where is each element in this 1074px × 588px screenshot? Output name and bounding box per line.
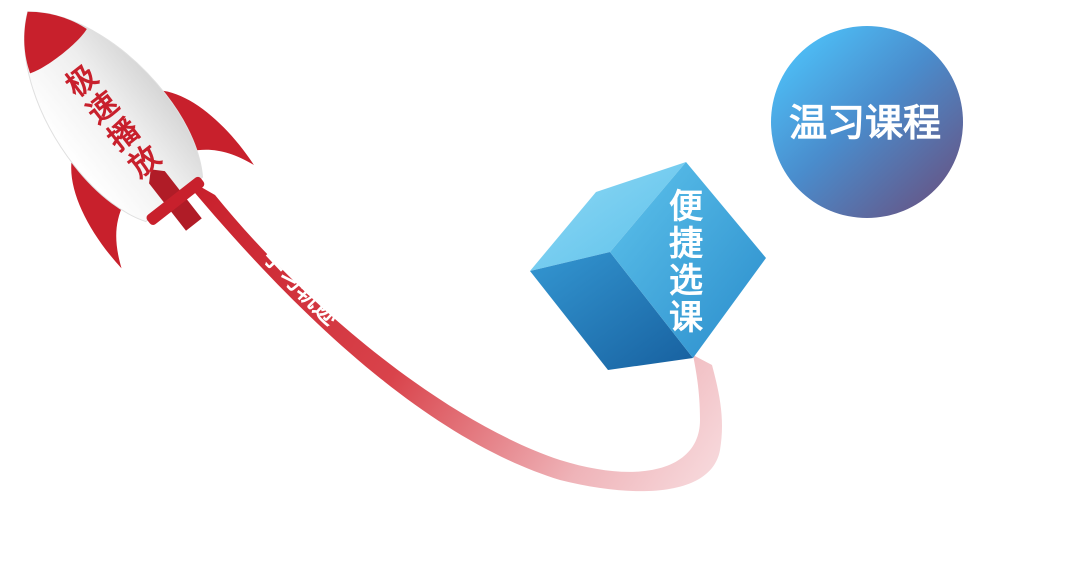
review-circle: 温习课程 <box>771 26 963 218</box>
cube-right-face <box>610 162 766 358</box>
cube-top-face <box>530 162 686 271</box>
trail-label: 学习轨迹 <box>258 243 345 331</box>
cube-label-char-3: 选 <box>669 261 703 301</box>
rocket-base <box>146 176 205 225</box>
cube-label-char-4: 课 <box>669 298 704 338</box>
rocket-fin-right <box>154 90 254 165</box>
cube-label-char-2: 捷 <box>669 224 703 264</box>
review-circle-label: 温习课程 <box>789 101 941 145</box>
rocket-fin-left <box>71 154 124 269</box>
cube: 便 捷 选 课 <box>530 162 766 370</box>
trail-ribbon <box>180 175 723 492</box>
cube-left-face <box>530 252 693 370</box>
review-circle-disc <box>771 26 963 218</box>
rocket-nose <box>24 11 87 74</box>
rocket: 极 速 播 放 <box>24 11 254 269</box>
cube-label-char-1: 便 <box>669 187 704 227</box>
